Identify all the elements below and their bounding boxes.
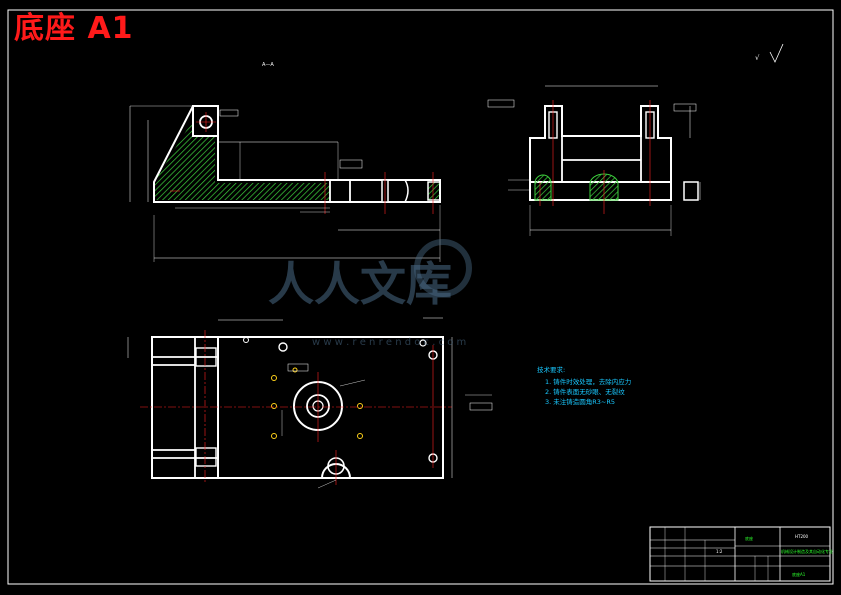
tb-company: 机械设计制造及其自动化专业: [781, 548, 833, 554]
tech-item-3: 3. 未注铸造圆角R3~R5: [545, 397, 615, 406]
side-view: [487, 85, 701, 236]
tech-heading: 技术要求:: [537, 365, 565, 374]
tb-drawing-no: 底座A1: [792, 571, 806, 577]
drawing-frame: [7, 9, 834, 585]
tech-requirements: 技术要求: 1. 铸件时效处理，去除内应力 2. 铸件表面无砂眼、无裂纹 3. …: [537, 365, 631, 406]
front-section-view: [129, 105, 441, 262]
drawing-title: 底座 A1: [14, 11, 134, 46]
top-view: [127, 317, 493, 489]
watermark: 人人文库 w w w . r e n r e n d o c . c o m: [268, 239, 472, 348]
watermark-url: w w w . r e n r e n d o c . c o m: [312, 337, 466, 348]
watermark-text: 人人文库: [268, 257, 452, 311]
tech-item-2: 2. 铸件表面无砂眼、无裂纹: [545, 387, 625, 396]
tech-item-1: 1. 铸件时效处理，去除内应力: [545, 377, 631, 386]
front-hatch: [154, 120, 330, 200]
section-label: A—A: [262, 62, 274, 68]
tb-scale: 1:2: [716, 549, 723, 554]
svg-text:√: √: [755, 54, 760, 62]
tb-part-name: 底座: [745, 535, 753, 541]
title-block: 底座 HT200 机械设计制造及其自动化专业 底座A1 1:2: [649, 526, 833, 582]
tb-material: HT200: [795, 534, 809, 539]
roughness-symbol: √: [755, 43, 784, 63]
